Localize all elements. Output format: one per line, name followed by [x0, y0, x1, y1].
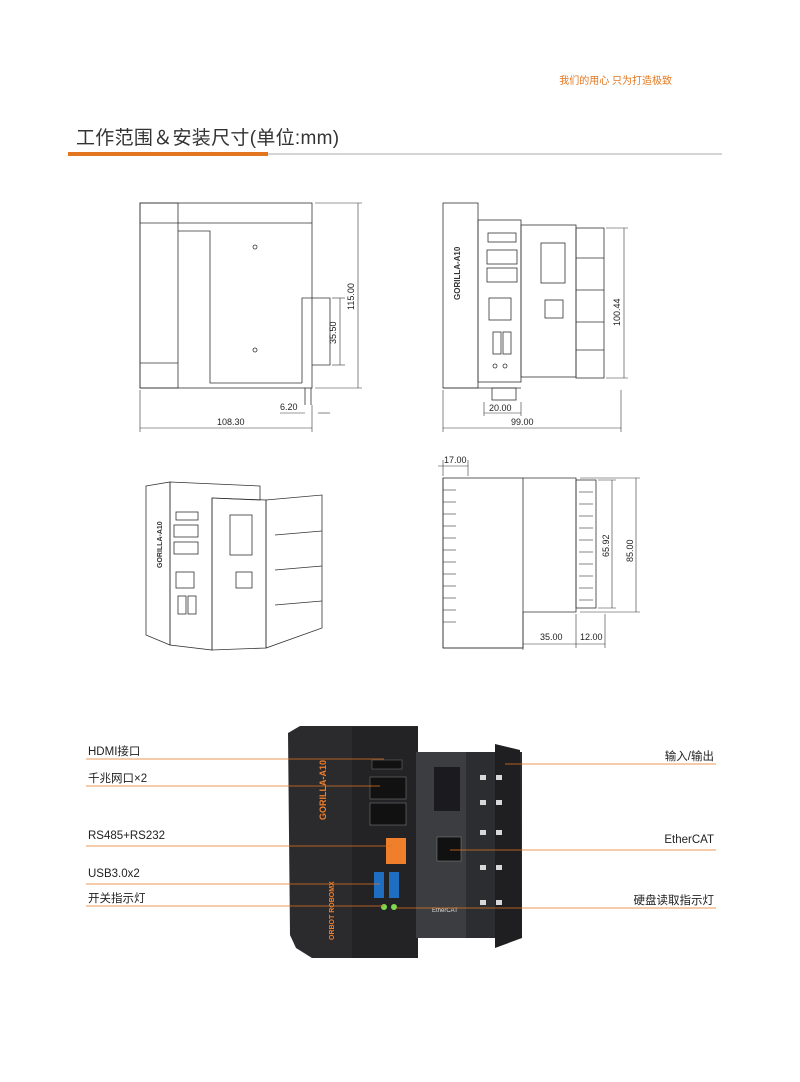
- product-ethercat-label: EtherCAT: [432, 908, 458, 914]
- front-view-dimensions: [442, 227, 628, 432]
- callout-usb: USB3.0x2: [88, 868, 140, 880]
- dim-front-height: 100.44: [612, 298, 622, 326]
- product-brand-label: ORBOT ROBOMX: [329, 881, 336, 940]
- front-view-drawing: [442, 202, 605, 401]
- dim-side-offset: 6.20: [280, 402, 298, 412]
- product-photo: GORILLA-A10 ORBOT ROBOMX EtherCAT: [288, 726, 522, 958]
- iso-view-product-label: GORILLA-A10: [157, 521, 164, 568]
- dim-top-d5: 12.00: [580, 632, 603, 642]
- dim-top-d1: 17.00: [444, 455, 467, 465]
- dim-front-rail: 20.00: [489, 403, 512, 413]
- dim-top-d2: 65.92: [601, 534, 611, 557]
- dim-top-d3: 85.00: [625, 539, 635, 562]
- callout-rs485: RS485+RS232: [88, 830, 166, 842]
- dim-side-height: 115.00: [346, 283, 356, 310]
- title-rule: [68, 153, 722, 155]
- top-view-dimensions: [438, 460, 640, 650]
- dim-side-inner: 35.50: [328, 321, 338, 344]
- callout-io: 输入/输出: [664, 751, 714, 763]
- callout-hdmi: HDMI接口: [88, 746, 141, 758]
- dim-top-d4: 35.00: [540, 632, 563, 642]
- callout-power-led: 开关指示灯: [88, 893, 146, 905]
- callout-disk-led: 硬盘读取指示灯: [633, 895, 715, 907]
- side-view-drawing: [139, 202, 331, 405]
- title-rule-accent: [68, 152, 268, 156]
- dim-side-width: 108.30: [217, 417, 245, 427]
- front-view-product-label: GORILLA-A10: [453, 246, 462, 300]
- side-view-dimensions: [139, 202, 362, 432]
- top-view-drawing: [442, 477, 597, 649]
- header-tagline: 我们的用心 只为打造极致: [559, 76, 672, 87]
- callout-leaders: [86, 758, 716, 909]
- callout-ethercat: EtherCAT: [664, 834, 714, 846]
- iso-view-drawing: [145, 481, 323, 651]
- section-title: 工作范围＆安装尺寸(单位:mm): [76, 128, 340, 149]
- product-model-label: GORILLA-A10: [318, 760, 328, 820]
- dim-front-width: 99.00: [511, 417, 534, 427]
- callout-gigabit: 千兆网口×2: [88, 773, 148, 785]
